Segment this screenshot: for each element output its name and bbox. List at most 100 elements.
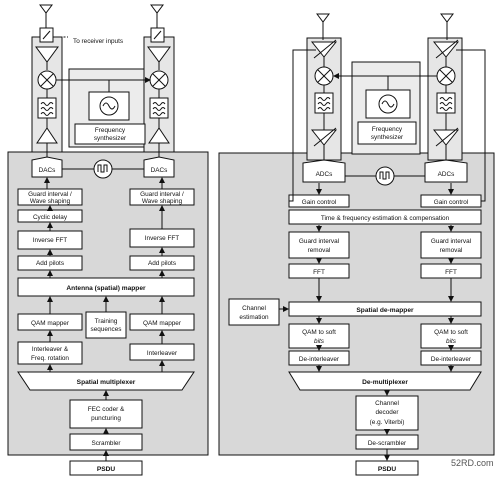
- rx-gain-control-right-label: Gain control: [434, 199, 468, 206]
- tx-guard-right-line2: Wave shaping: [142, 198, 183, 205]
- rx-demultiplexer-block: [288, 371, 482, 391]
- watermark-text: 52RD.com: [451, 458, 494, 468]
- tx-switch-right-blade: [153, 30, 162, 40]
- tx-qam-right-label: QAM mapper: [143, 320, 182, 327]
- rx-channel-decoder-box: [355, 395, 419, 431]
- tx-interleaver-freq-line2: Freq. rotation: [31, 355, 69, 362]
- tx-antenna-right-icon: [150, 4, 164, 28]
- rx-guard-right-line2: removal: [440, 247, 463, 254]
- rx-time-frequency-estimation-box: [288, 209, 482, 225]
- rx-deinterleaver-left-label: De-interleaver: [299, 356, 340, 363]
- rx-channel-estimation-box: [228, 298, 280, 326]
- rx-qam-soft-left-box: [288, 323, 350, 349]
- rx-decoder-line1: Channel: [375, 400, 399, 407]
- rx-fft-right-label: FFT: [445, 269, 457, 276]
- rx-decoder-line2: decoder: [375, 409, 399, 416]
- rx-signal-path-arrows: [279, 183, 454, 461]
- tx-signal-path-arrows: [44, 177, 165, 461]
- rx-filter-left-icon: [314, 92, 334, 114]
- tx-mixer-left-icon: [37, 70, 57, 90]
- rx-guard-right-line1: Guard interval: [431, 238, 471, 245]
- rx-guard-removal-left-box: [288, 231, 350, 259]
- tx-switch-left-blade: [42, 30, 51, 40]
- rx-descrambler-label: De-scrambler: [368, 440, 407, 447]
- tx-to-receiver-inputs-label: To receiver inputs: [73, 38, 123, 45]
- tx-pa-left-icon: [35, 46, 59, 63]
- rx-time-frequency-label: Time & frequency estimation & compensati…: [321, 215, 450, 222]
- rx-psdu-label: PSDU: [378, 466, 397, 473]
- rx-qam-left-line1: QAM to soft: [302, 329, 336, 336]
- tx-fec-line1: FEC coder &: [88, 406, 125, 413]
- tx-guard-left-line2: Wave shaping: [30, 198, 71, 205]
- rx-spatial-demapper-label: Spatial de-mapper: [356, 307, 414, 314]
- rx-mixer-left-icon: [314, 66, 334, 86]
- tx-antenna-left-icon: [39, 4, 53, 28]
- tx-interleaver-freq-line1: Interleaver &: [32, 346, 69, 353]
- rx-guard-left-line1: Guard interval: [299, 238, 339, 245]
- tx-freq-synth-line1: Frequency: [95, 127, 126, 134]
- tx-training-line1: Training: [95, 318, 118, 325]
- tx-pa-right-icon: [147, 46, 171, 63]
- rx-adc-right-block: [424, 159, 468, 183]
- rx-guard-removal-right-box: [420, 231, 482, 259]
- rx-qam-left-line2: bits: [314, 338, 325, 345]
- tx-dac-right-block: [143, 156, 175, 178]
- tx-interleaver-right-label: Interleaver: [147, 350, 178, 357]
- tx-spatial-multiplexer-label: Spatial multiplexer: [77, 379, 136, 386]
- tx-guard-left-line1: Guard interval /: [28, 191, 72, 198]
- tx-ifft-right-label: Inverse FFT: [145, 235, 180, 242]
- rx-qam-right-line2: bits: [446, 338, 457, 345]
- tx-scrambler-label: Scrambler: [91, 440, 121, 447]
- tx-clock-icon: [93, 159, 113, 179]
- tx-frequency-synthesizer-box: [74, 123, 146, 145]
- receiver-panel: [218, 13, 495, 476]
- rx-adc-left-label: ADCs: [316, 171, 333, 178]
- rx-demultiplexer-label: De-multiplexer: [362, 379, 408, 386]
- tx-add-pilots-right-label: Add pilots: [148, 260, 176, 267]
- rx-adc-left-block: [302, 159, 346, 183]
- tx-antenna-mapper-label: Antenna (spatial) mapper: [66, 285, 146, 292]
- rx-guard-left-line2: removal: [308, 247, 331, 254]
- rx-channel-estimation-line2: estimation: [239, 314, 269, 321]
- rx-psdu-box: [355, 460, 419, 476]
- tx-freq-synth-line2: synthesizer: [94, 135, 127, 142]
- tx-fec-line2: puncturing: [91, 415, 121, 422]
- rx-spatial-demapper-box: [288, 301, 482, 317]
- rx-channel-estimation-line1: Channel: [242, 305, 266, 312]
- rx-filter-right-icon: [436, 92, 456, 114]
- tx-spatial-multiplexer-block: [17, 371, 195, 391]
- tx-fec-coder-box: [69, 399, 143, 429]
- transmitter-labels: To receiver inputs Frequency synthesizer…: [28, 38, 184, 473]
- rx-agc-feedback-left: [289, 49, 316, 202]
- tx-dac-right-label: DACs: [151, 167, 168, 174]
- rx-antenna-left-icon: [316, 13, 330, 40]
- tx-add-pilots-left-label: Add pilots: [36, 260, 64, 267]
- tx-filter-right-icon: [149, 97, 169, 119]
- tx-qam-left-label: QAM mapper: [31, 320, 70, 327]
- rx-freq-synth-line2: synthesizer: [371, 134, 404, 141]
- tx-cyclic-delay-label: Cyclic delay: [33, 214, 68, 221]
- tx-filter-left-icon: [37, 97, 57, 119]
- rx-gain-control-left-label: Gain control: [302, 199, 336, 206]
- tx-guard-right-line1: Guard interval /: [140, 191, 184, 198]
- rx-antenna-right-icon: [440, 13, 454, 40]
- tx-psdu-label: PSDU: [97, 466, 116, 473]
- tx-training-sequences-box: [85, 311, 127, 339]
- receiver-labels: Frequency synthesizer ADCs ADCs Gain con…: [239, 126, 472, 473]
- rx-fft-left-label: FFT: [313, 269, 325, 276]
- tx-mixer-right-icon: [149, 70, 169, 90]
- rx-qam-right-line1: QAM to soft: [434, 329, 468, 336]
- rx-adc-right-label: ADCs: [438, 171, 455, 178]
- tx-ifft-left-label: Inverse FFT: [33, 237, 68, 244]
- rx-frequency-synthesizer-box: [357, 121, 417, 145]
- tx-dac-left-label: DACs: [39, 167, 56, 174]
- rx-clock-icon: [375, 166, 395, 186]
- rx-decoder-line3: (e.g. Viterbi): [370, 419, 405, 426]
- rx-agc-feedback-right: [456, 49, 486, 202]
- rx-mixer-right-icon: [436, 66, 456, 86]
- rx-deinterleaver-right-label: De-interleaver: [431, 356, 472, 363]
- transmitter-panel: [7, 4, 209, 476]
- tx-training-line2: sequences: [91, 326, 122, 333]
